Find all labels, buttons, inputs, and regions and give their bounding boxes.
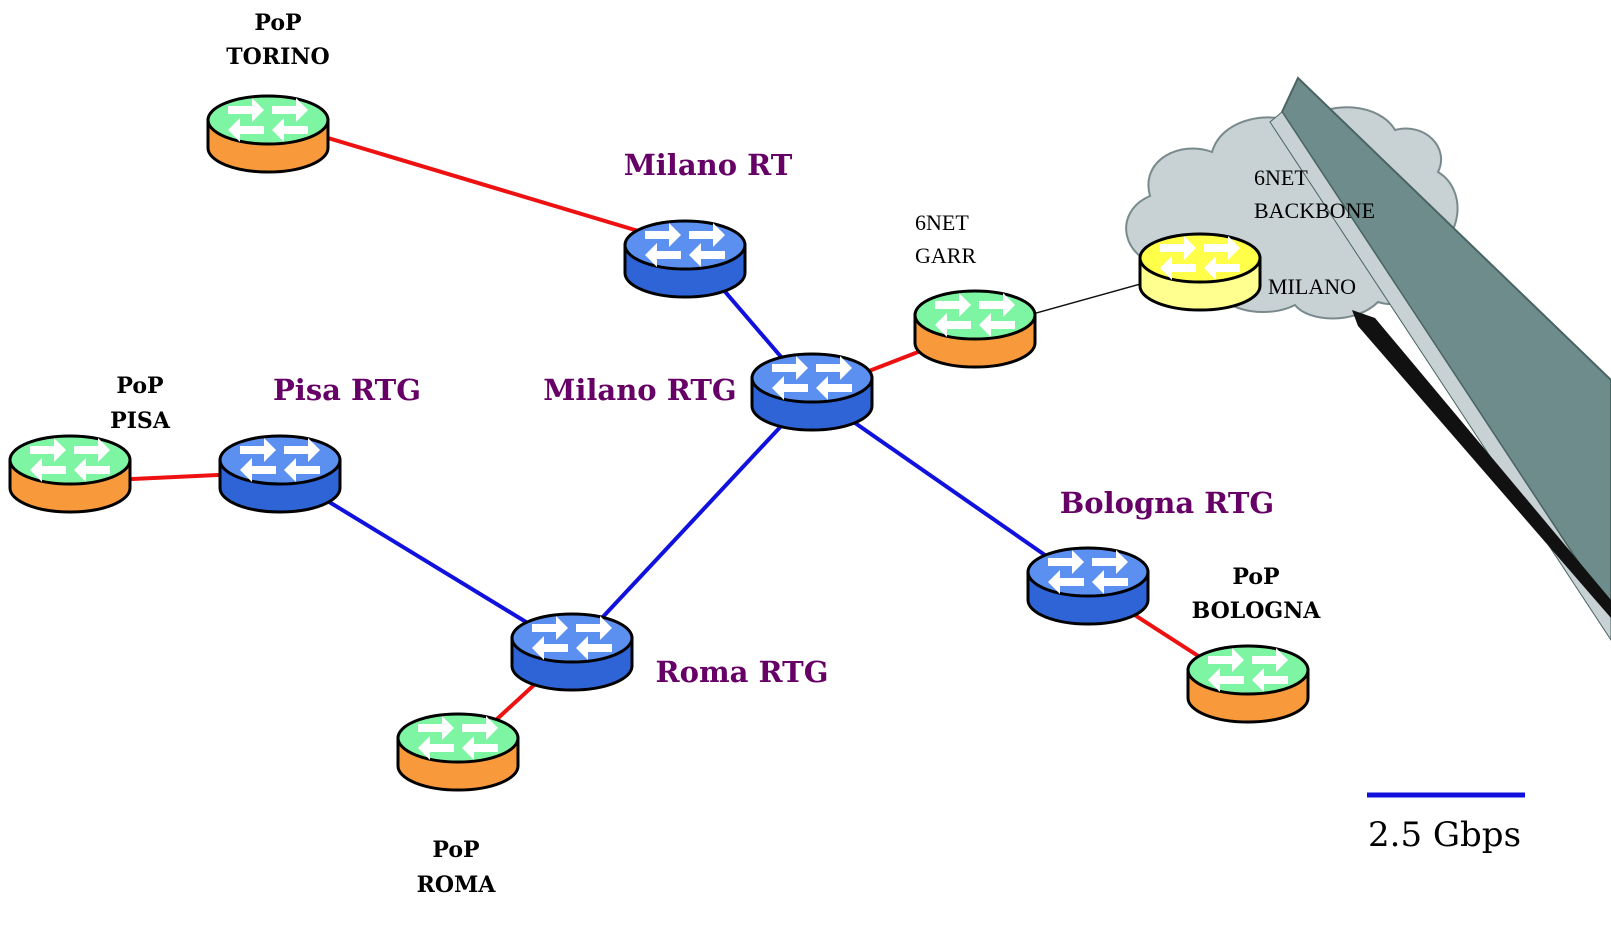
router-icon: [1186, 644, 1310, 724]
label-6net-garr-line2: GARR: [915, 243, 976, 268]
label-pop-torino-line2: TORINO: [226, 44, 329, 70]
label-pop-bologna-line1: PoP: [1232, 564, 1279, 590]
router-icon: [1026, 546, 1150, 626]
router-icon: [623, 219, 747, 299]
router-icon: [1138, 232, 1262, 312]
backbone-link-arrow: [1352, 310, 1611, 618]
legend-label: 2.5 Gbps: [1368, 815, 1521, 855]
label-roma-rtg: Roma RTG: [656, 655, 829, 689]
link-milanortg-roma: [570, 391, 814, 652]
label-pop-bologna-line2: BOLOGNA: [1192, 598, 1322, 624]
backbone-bar-body: [1280, 76, 1611, 614]
link-torino-milanort: [267, 118, 686, 247]
label-pop-pisa-line2: PISA: [110, 408, 171, 434]
label-bologna-rtg: Bologna RTG: [1060, 486, 1274, 520]
router-icon: [396, 712, 520, 792]
label-milano-rtg: Milano RTG: [543, 373, 736, 407]
label-pop-roma-line1: PoP: [432, 837, 479, 863]
backbone-bar: [1269, 76, 1611, 641]
link-milanortg-bologna: [810, 391, 1090, 587]
label-6net-backbone-line1: 6NET: [1254, 165, 1308, 190]
label-milano: MILANO: [1268, 274, 1356, 299]
label-pop-torino-line1: PoP: [254, 10, 301, 36]
router-icon: [913, 289, 1037, 369]
labels: PoP TORINO Milano RT Milano RTG Pisa RTG…: [110, 10, 1375, 898]
router-icon: [8, 434, 132, 514]
label-6net-backbone-line2: BACKBONE: [1254, 198, 1375, 223]
legend: 2.5 Gbps: [1367, 792, 1525, 855]
label-pop-roma-line2: ROMA: [417, 872, 497, 898]
routers: [8, 94, 1310, 792]
label-milano-rt: Milano RT: [624, 148, 793, 182]
router-icon: [510, 612, 634, 692]
router-icon: [750, 352, 874, 432]
router-icon: [218, 434, 342, 514]
label-pop-pisa-line1: PoP: [116, 373, 163, 399]
router-icon: [206, 94, 330, 174]
label-6net-garr-line1: 6NET: [915, 210, 969, 235]
label-pisa-rtg: Pisa RTG: [273, 373, 421, 407]
